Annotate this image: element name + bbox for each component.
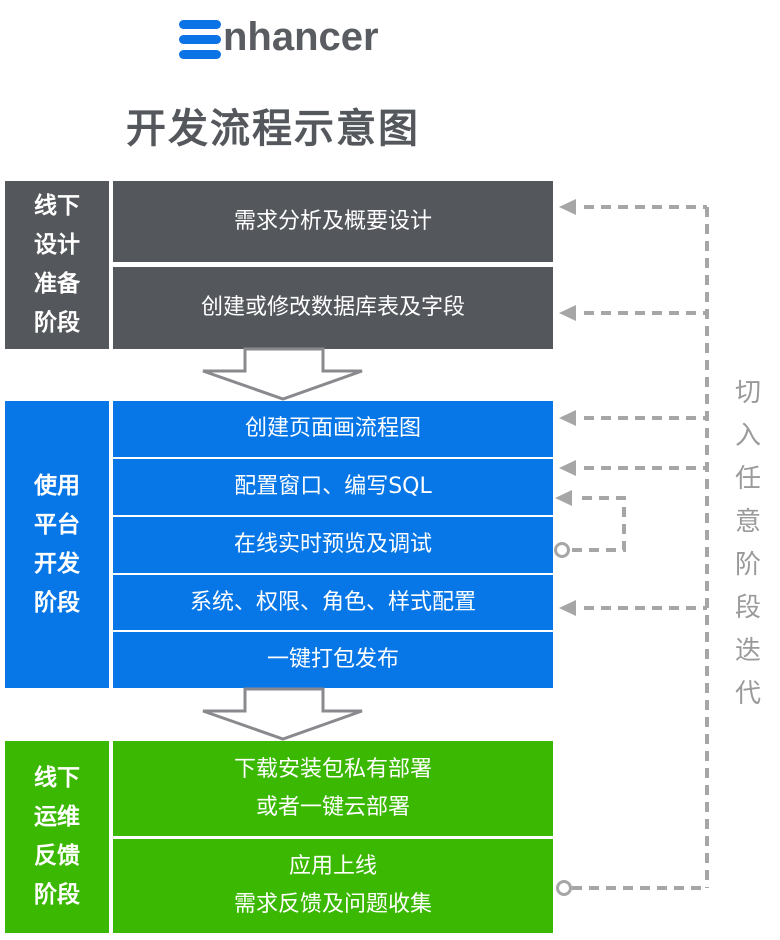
step-text: 需求分析及概要设计	[233, 208, 432, 234]
step-one-click-package: 一键打包发布	[113, 632, 553, 688]
iteration-branch	[559, 460, 707, 476]
step-text: 下载安装包私有部署	[233, 756, 432, 782]
step-create-page-flow: 创建页面画流程图	[113, 401, 553, 457]
down-arrow-icon	[202, 687, 363, 741]
stage-label-line: 阶段	[34, 882, 80, 908]
debug-loop-connector	[554, 490, 626, 558]
side-label-char: 阶	[734, 550, 761, 580]
stage-offline-operations: 线下 运维 反馈 阶段	[5, 741, 109, 933]
left-arrowhead-icon	[559, 305, 576, 321]
stage-label-line: 平台	[34, 511, 80, 538]
iteration-branch	[559, 305, 707, 321]
step-text: 一键打包发布	[266, 647, 399, 672]
origin-circle-icon	[556, 880, 572, 896]
stage-platform-development: 使用 平台 开发 阶段	[5, 401, 109, 688]
left-arrowhead-icon	[559, 460, 576, 476]
stage-label-line: 设计	[34, 232, 80, 258]
stage-label-line: 线下	[34, 193, 80, 219]
enhancer-logo: nhancer	[179, 15, 379, 62]
step-text: 创建或修改数据库表及字段	[200, 295, 465, 320]
side-label-char: 入	[734, 421, 761, 451]
stage-label-line: 线下	[34, 765, 80, 791]
stage-label-line: 开发	[34, 550, 80, 577]
side-label-char: 迭	[734, 636, 761, 666]
step-text: 配置窗口、编写SQL	[234, 474, 432, 499]
side-label-char: 段	[734, 593, 761, 623]
iteration-side-label: 切 入 任 意 阶 段 迭 代	[733, 372, 763, 716]
iteration-branch	[559, 600, 707, 616]
step-text: 需求反馈及问题收集	[233, 892, 432, 917]
stage-offline-design: 线下 设计 准备 阶段	[5, 181, 109, 349]
left-arrowhead-icon	[555, 490, 572, 506]
logo-text: nhancer	[223, 15, 379, 59]
step-system-config: 系统、权限、角色、样式配置	[113, 575, 553, 630]
stage-label-line: 使用	[34, 472, 80, 499]
iteration-origin	[556, 880, 707, 896]
side-label-char: 任	[734, 464, 761, 494]
iteration-branch	[559, 410, 707, 426]
step-requirements-analysis: 需求分析及概要设计	[113, 181, 553, 262]
iteration-branch	[559, 199, 707, 215]
step-database-tables: 创建或修改数据库表及字段	[113, 267, 553, 349]
side-label-char: 切	[734, 378, 761, 408]
step-live-preview-debug: 在线实时预览及调试	[113, 517, 553, 573]
step-configure-window-sql: 配置窗口、编写SQL	[113, 459, 553, 515]
stage-label-line: 反馈	[34, 843, 80, 869]
stage-label-line: 阶段	[34, 310, 80, 336]
stage-label-line: 准备	[34, 271, 80, 297]
stage-label-line: 运维	[34, 804, 80, 830]
stage-label-line: 阶段	[34, 589, 80, 616]
page-title: 开发流程示意图	[126, 106, 420, 152]
left-arrowhead-icon	[559, 410, 576, 426]
down-arrow-icon	[202, 347, 363, 401]
left-arrowhead-icon	[559, 600, 576, 616]
step-text: 或者一键云部署	[255, 794, 410, 820]
enhancer-e-logo-icon	[179, 18, 221, 60]
step-text: 在线实时预览及调试	[233, 532, 432, 557]
step-text: 应用上线	[288, 854, 377, 879]
step-deploy: 下载安装包私有部署 或者一键云部署	[113, 741, 553, 836]
side-label-char: 意	[734, 507, 761, 537]
step-text: 创建页面画流程图	[244, 416, 421, 441]
step-go-live-feedback: 应用上线 需求反馈及问题收集	[113, 839, 553, 933]
loop-start-circle-icon	[554, 542, 570, 558]
step-text: 系统、权限、角色、样式配置	[189, 589, 476, 615]
side-label-char: 代	[734, 679, 761, 709]
left-arrowhead-icon	[559, 199, 576, 215]
